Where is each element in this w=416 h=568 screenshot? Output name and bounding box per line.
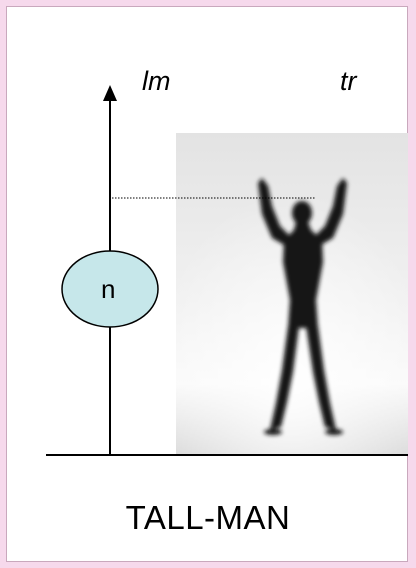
landmark-label: lm xyxy=(142,66,171,96)
trajector-label: tr xyxy=(340,66,357,96)
arrow-up-icon xyxy=(103,85,117,101)
node-ellipse xyxy=(61,250,159,328)
silhouette-man-arms-raised-icon xyxy=(176,133,408,455)
caption: TALL-MAN xyxy=(125,499,291,536)
node-label: n xyxy=(101,274,116,304)
